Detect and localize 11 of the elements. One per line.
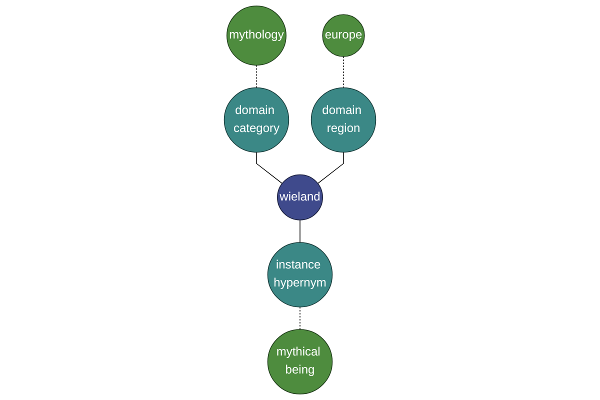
circle-node: wieland — [277, 174, 323, 220]
circle-node: mythology — [226, 6, 286, 66]
connector-line — [256, 152, 283, 184]
circle-node: domain region — [310, 87, 376, 153]
connector-line — [343, 56, 344, 88]
connector-line — [317, 152, 344, 184]
circle-node: instance hypernym — [267, 242, 333, 308]
circle-node: domain category — [224, 87, 290, 153]
circle-node: europe — [322, 14, 365, 57]
connector-line — [256, 64, 257, 88]
circle-node: mythical being — [267, 329, 333, 394]
